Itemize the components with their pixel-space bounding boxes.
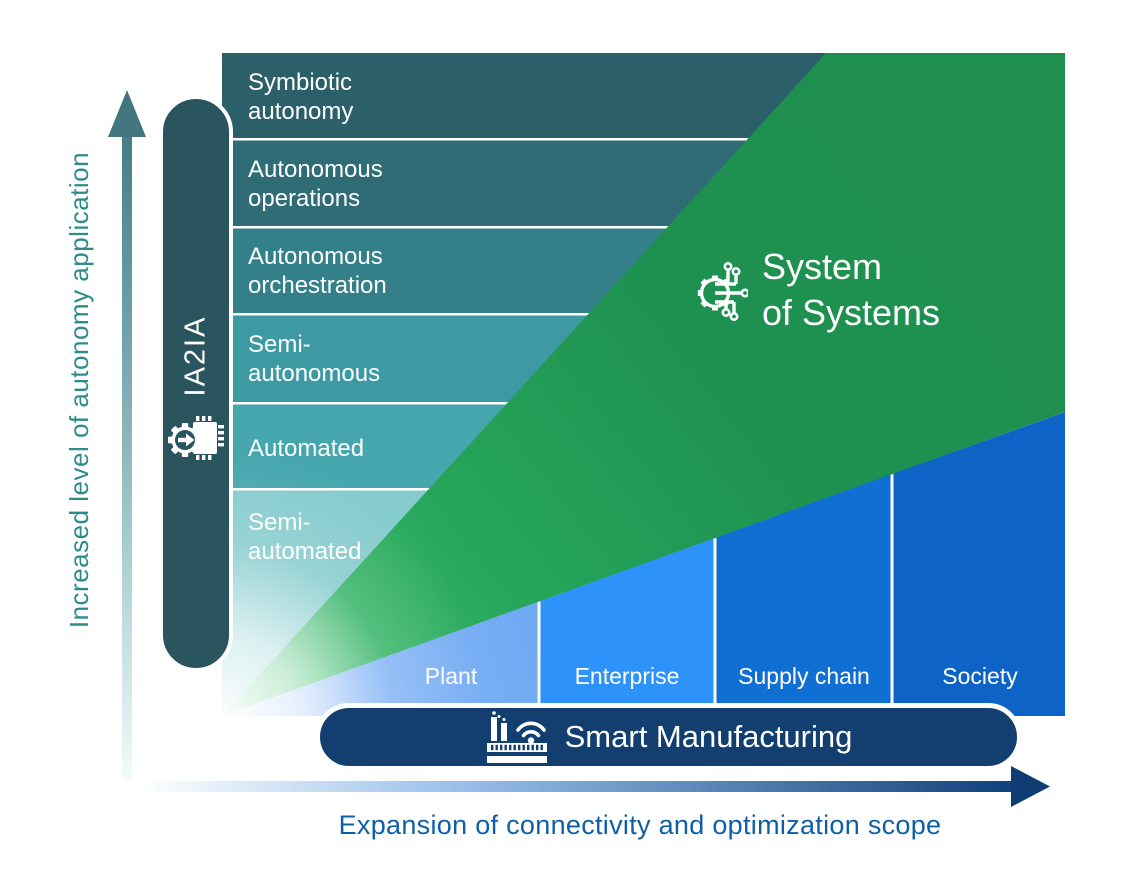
scope-label-supplychain: Supply chain bbox=[738, 663, 870, 689]
autonomy-band-symbiotic bbox=[222, 53, 840, 138]
ia2ia-label: IA2IA bbox=[179, 315, 212, 397]
scope-label-society: Society bbox=[942, 663, 1018, 689]
autonomy-label-symbiotic: Symbiotic autonomy bbox=[248, 69, 354, 125]
gear-chip-icon bbox=[168, 416, 224, 460]
autonomy-label-orchestration: Autonomous orchestration bbox=[248, 243, 387, 299]
scope-band-enterprise bbox=[540, 538, 714, 716]
apex-glow bbox=[0, 451, 487, 878]
autonomy-label-semiautonomous: Semi- autonomous bbox=[248, 331, 381, 387]
smart-manufacturing-pill: Smart Manufacturing bbox=[315, 703, 1022, 771]
y-axis-label: Increased level of autonomy application bbox=[64, 151, 94, 629]
ia2ia-pill: IA2IA bbox=[159, 95, 233, 672]
scope-band-supplychain bbox=[716, 474, 891, 716]
x-axis-arrowhead-icon bbox=[1011, 766, 1050, 807]
scope-band-society bbox=[893, 412, 1065, 716]
y-axis-arrowhead-icon bbox=[108, 90, 146, 137]
x-axis-arrow-shaft bbox=[138, 781, 1012, 792]
scope-label-enterprise: Enterprise bbox=[574, 663, 680, 689]
system-of-systems-wedge bbox=[222, 53, 1065, 716]
y-axis-arrow-shaft bbox=[122, 133, 132, 780]
autonomy-label-semiautomated: Semi- automated bbox=[248, 509, 362, 565]
scope-label-plant: Plant bbox=[424, 663, 478, 689]
gear-circuit-icon bbox=[697, 262, 748, 321]
system-of-systems-label: System of Systems bbox=[762, 246, 941, 333]
autonomy-label-automated: Automated bbox=[248, 435, 365, 462]
factory-wifi-icon bbox=[486, 711, 547, 763]
system-of-systems-group: System of Systems bbox=[696, 244, 940, 336]
autonomy-label-operations: Autonomous operations bbox=[248, 156, 383, 212]
smart-manufacturing-label: Smart Manufacturing bbox=[564, 719, 853, 754]
x-axis-label: Expansion of connectivity and optimizati… bbox=[338, 810, 942, 840]
